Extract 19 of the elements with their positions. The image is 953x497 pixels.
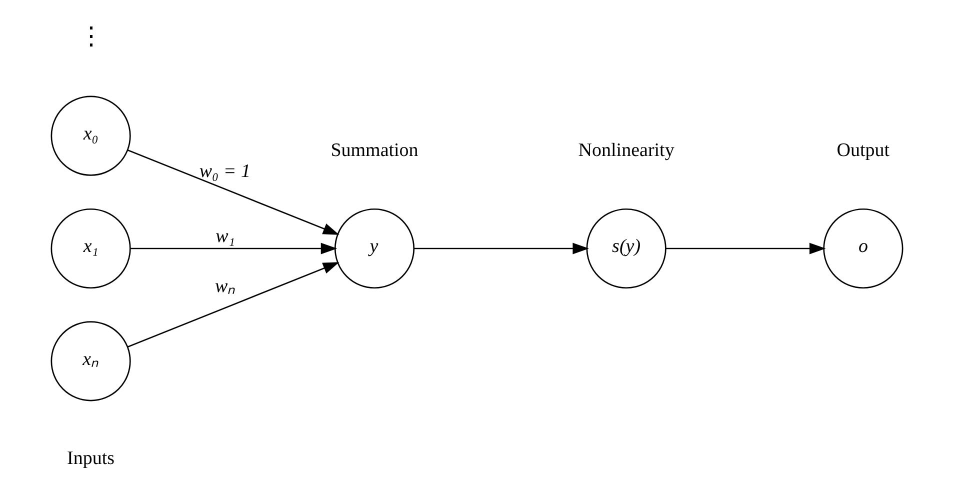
node-label: Output xyxy=(836,140,890,161)
edge-label: w₀ = 1 xyxy=(198,160,250,182)
node-circle: s(y) xyxy=(586,208,666,289)
arrow xyxy=(127,149,339,235)
arrow xyxy=(130,242,337,254)
node-circle: o xyxy=(822,208,903,289)
node-circle: x₁ xyxy=(50,208,130,289)
node-circle: xₙ xyxy=(50,321,130,402)
arrow xyxy=(127,262,339,348)
arrow xyxy=(665,242,826,254)
node-circle: y xyxy=(334,208,414,289)
arrow xyxy=(414,242,588,254)
label: ⋮ xyxy=(78,23,102,50)
label: Inputs xyxy=(66,448,114,469)
node-circle: x₀ xyxy=(50,96,130,176)
node-label: Summation xyxy=(330,140,418,161)
edge-label: wₙ xyxy=(214,276,236,298)
edge-label: w₁ xyxy=(215,226,234,247)
node-label: Nonlinearity xyxy=(578,140,674,161)
